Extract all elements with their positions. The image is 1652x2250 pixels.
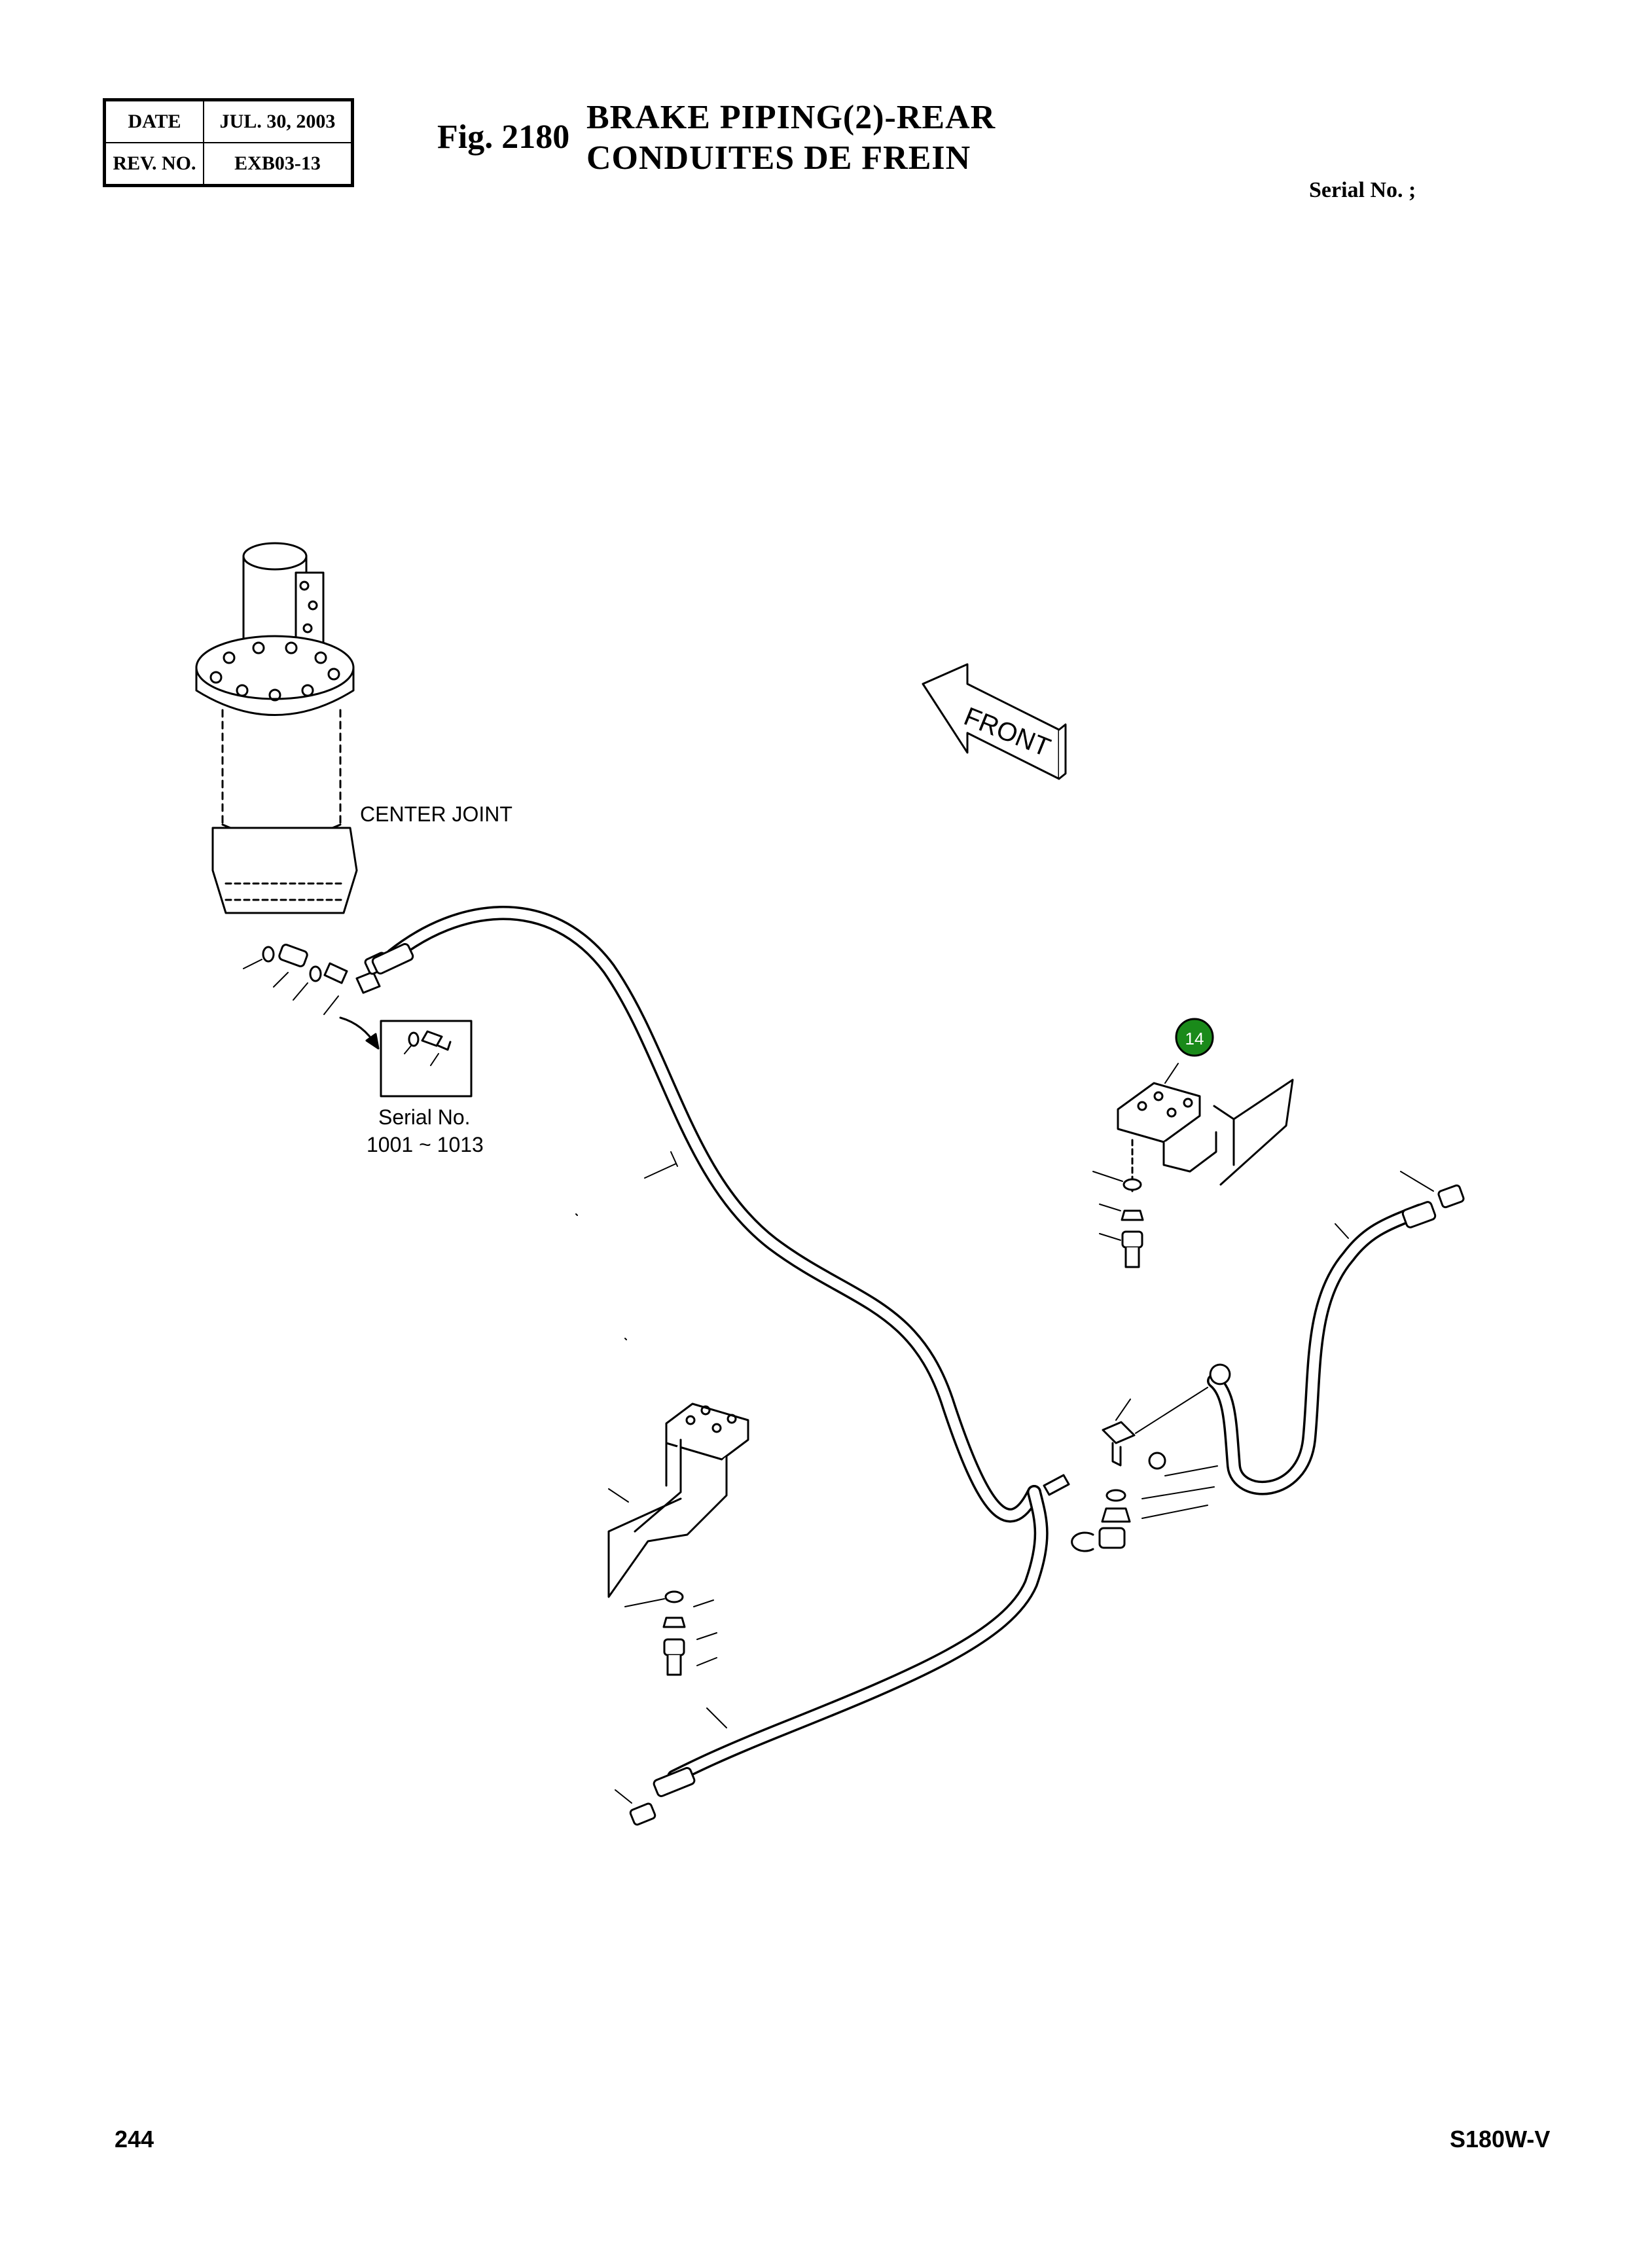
bracket-right [1092, 1063, 1294, 1268]
tee-fitting-assembly [1043, 1387, 1218, 1552]
rev-value: EXB03-13 [203, 142, 353, 187]
main-brake-hose [371, 906, 1041, 1523]
model-number: S180W-V [1450, 2126, 1551, 2152]
bracket-left [607, 1402, 749, 1676]
serial-header: Serial No. ; [1309, 178, 1416, 202]
figure-number: Fig. 2180 [437, 118, 570, 156]
rear-right-hose [1207, 1171, 1465, 1495]
rear-left-hose [615, 1485, 1049, 1826]
revision-table: DATE JUL. 30, 2003 REV. NO. EXB03-13 [103, 98, 354, 187]
center-joint-fittings [243, 944, 390, 1015]
date-value: JUL. 30, 2003 [203, 99, 353, 143]
front-direction-arrow: FRONT [922, 663, 1067, 780]
callout-14[interactable]: 14 [1175, 1018, 1214, 1057]
serial-inset-box [339, 1016, 473, 1098]
title-french: CONDUITES DE FREIN [586, 139, 971, 177]
inset-serial-label: Serial No. [378, 1105, 471, 1129]
rev-label: REV. NO. [103, 142, 204, 187]
center-joint-illustration [195, 542, 358, 914]
title-english: BRAKE PIPING(2)-REAR [586, 99, 996, 136]
page-number: 244 [115, 2126, 154, 2152]
center-joint-label: CENTER JOINT [360, 802, 512, 826]
inset-serial-range: 1001 ~ 1013 [367, 1133, 484, 1156]
callout-14-circle [1175, 1018, 1214, 1057]
date-label: DATE [103, 99, 204, 143]
callout-14-number: 14 [1185, 1029, 1204, 1048]
